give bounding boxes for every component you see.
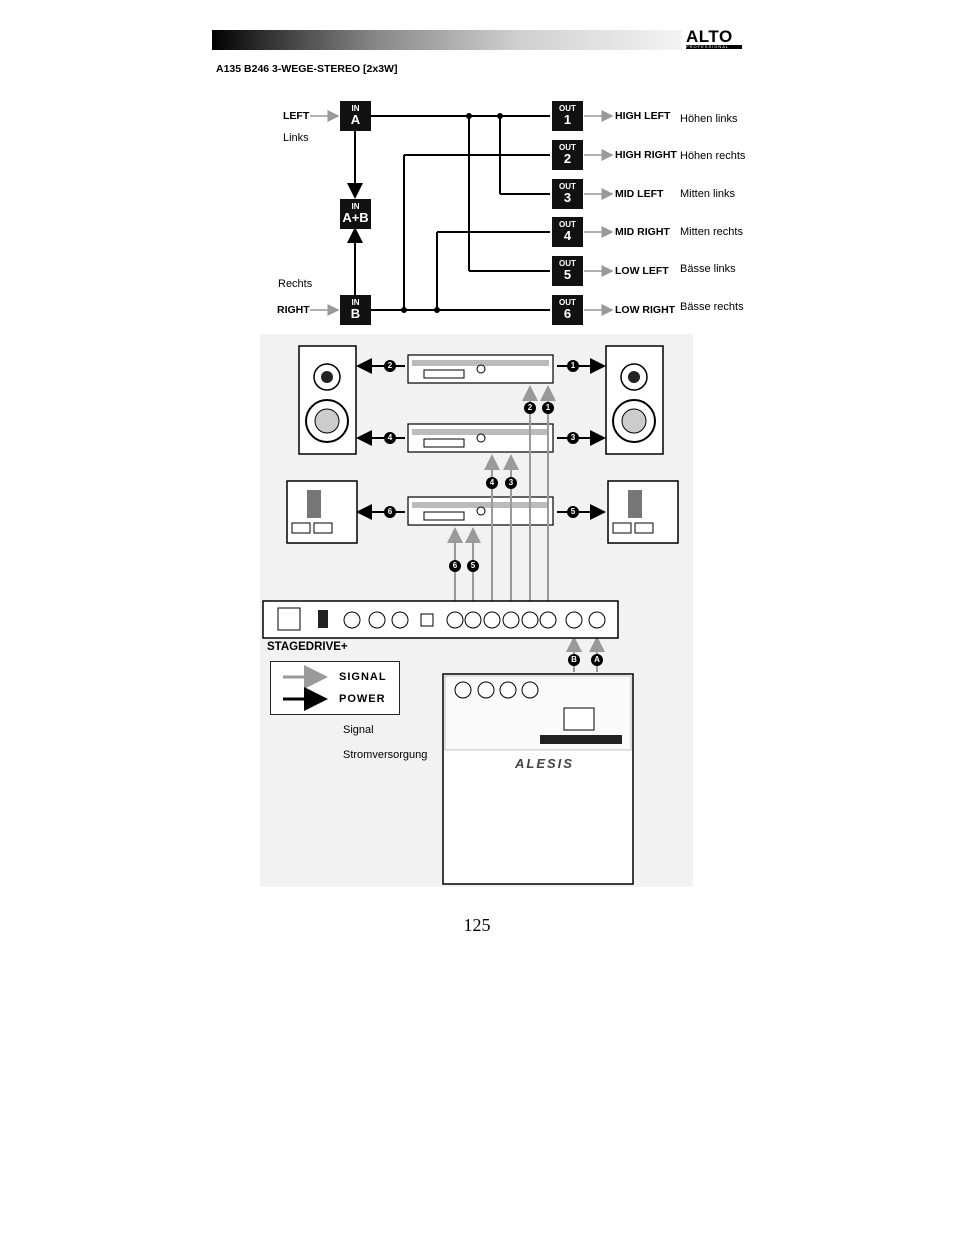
sub-left bbox=[286, 480, 358, 544]
input-right-label: RIGHT bbox=[277, 304, 310, 316]
marker-4a: 4 bbox=[384, 432, 396, 444]
legend-power: POWER bbox=[339, 693, 386, 705]
out-2-label: HIGH RIGHT bbox=[615, 149, 677, 161]
amplifier-3 bbox=[407, 496, 554, 526]
page-number: 125 bbox=[463, 915, 491, 935]
marker-2b: 2 bbox=[524, 402, 536, 414]
out-3-label: MID LEFT bbox=[615, 188, 664, 200]
out-5-de: Bässe links bbox=[680, 263, 736, 275]
out-2-de: Höhen rechts bbox=[680, 150, 746, 162]
out-3-de: Mitten links bbox=[680, 188, 736, 200]
marker-1b: 1 bbox=[542, 402, 554, 414]
input-left-de: Links bbox=[283, 132, 309, 144]
marker-6a: 6 bbox=[384, 506, 396, 518]
legend bbox=[270, 661, 400, 715]
marker-a: A bbox=[591, 654, 603, 666]
mixer bbox=[442, 673, 634, 885]
marker-6b: 6 bbox=[449, 560, 461, 572]
marker-3b: 3 bbox=[505, 477, 517, 489]
out-4-de: Mitten rechts bbox=[680, 226, 743, 238]
speaker-mid-right bbox=[605, 345, 664, 455]
out-5-label: LOW LEFT bbox=[615, 265, 669, 277]
out-1-de: Höhen links bbox=[680, 113, 738, 125]
speaker-high-left bbox=[298, 345, 357, 455]
stagedrive-unit bbox=[262, 600, 619, 639]
header-gradient-bar bbox=[212, 30, 682, 50]
sub-right bbox=[607, 480, 679, 544]
stagedrive-label: STAGEDRIVE+ bbox=[267, 641, 348, 653]
page-title: A135 B246 3-WEGE-STEREO [2x3W] bbox=[216, 63, 398, 75]
marker-3a: 3 bbox=[567, 432, 579, 444]
legend-power-de: Stromversorgung bbox=[343, 749, 428, 761]
marker-2a: 2 bbox=[384, 360, 396, 372]
marker-5a: 5 bbox=[567, 506, 579, 518]
marker-b: B bbox=[568, 654, 580, 666]
out-1-label: HIGH LEFT bbox=[615, 110, 671, 122]
marker-5b: 5 bbox=[467, 560, 479, 572]
legend-signal: SIGNAL bbox=[339, 671, 387, 683]
out-4-label: MID RIGHT bbox=[615, 226, 670, 238]
mixer-brand: ALESIS bbox=[515, 756, 574, 771]
input-left-label: LEFT bbox=[283, 110, 310, 122]
input-right-de: Rechts bbox=[278, 278, 313, 290]
amplifier-2 bbox=[407, 423, 554, 453]
out-6-label: LOW RIGHT bbox=[615, 304, 676, 316]
marker-1a: 1 bbox=[567, 360, 579, 372]
legend-signal-de: Signal bbox=[343, 724, 374, 736]
out-6-de: Bässe rechts bbox=[680, 301, 744, 313]
alto-logo: ALTO PROFESSIONAL bbox=[686, 28, 742, 50]
amplifier-1 bbox=[407, 354, 554, 384]
marker-4b: 4 bbox=[486, 477, 498, 489]
